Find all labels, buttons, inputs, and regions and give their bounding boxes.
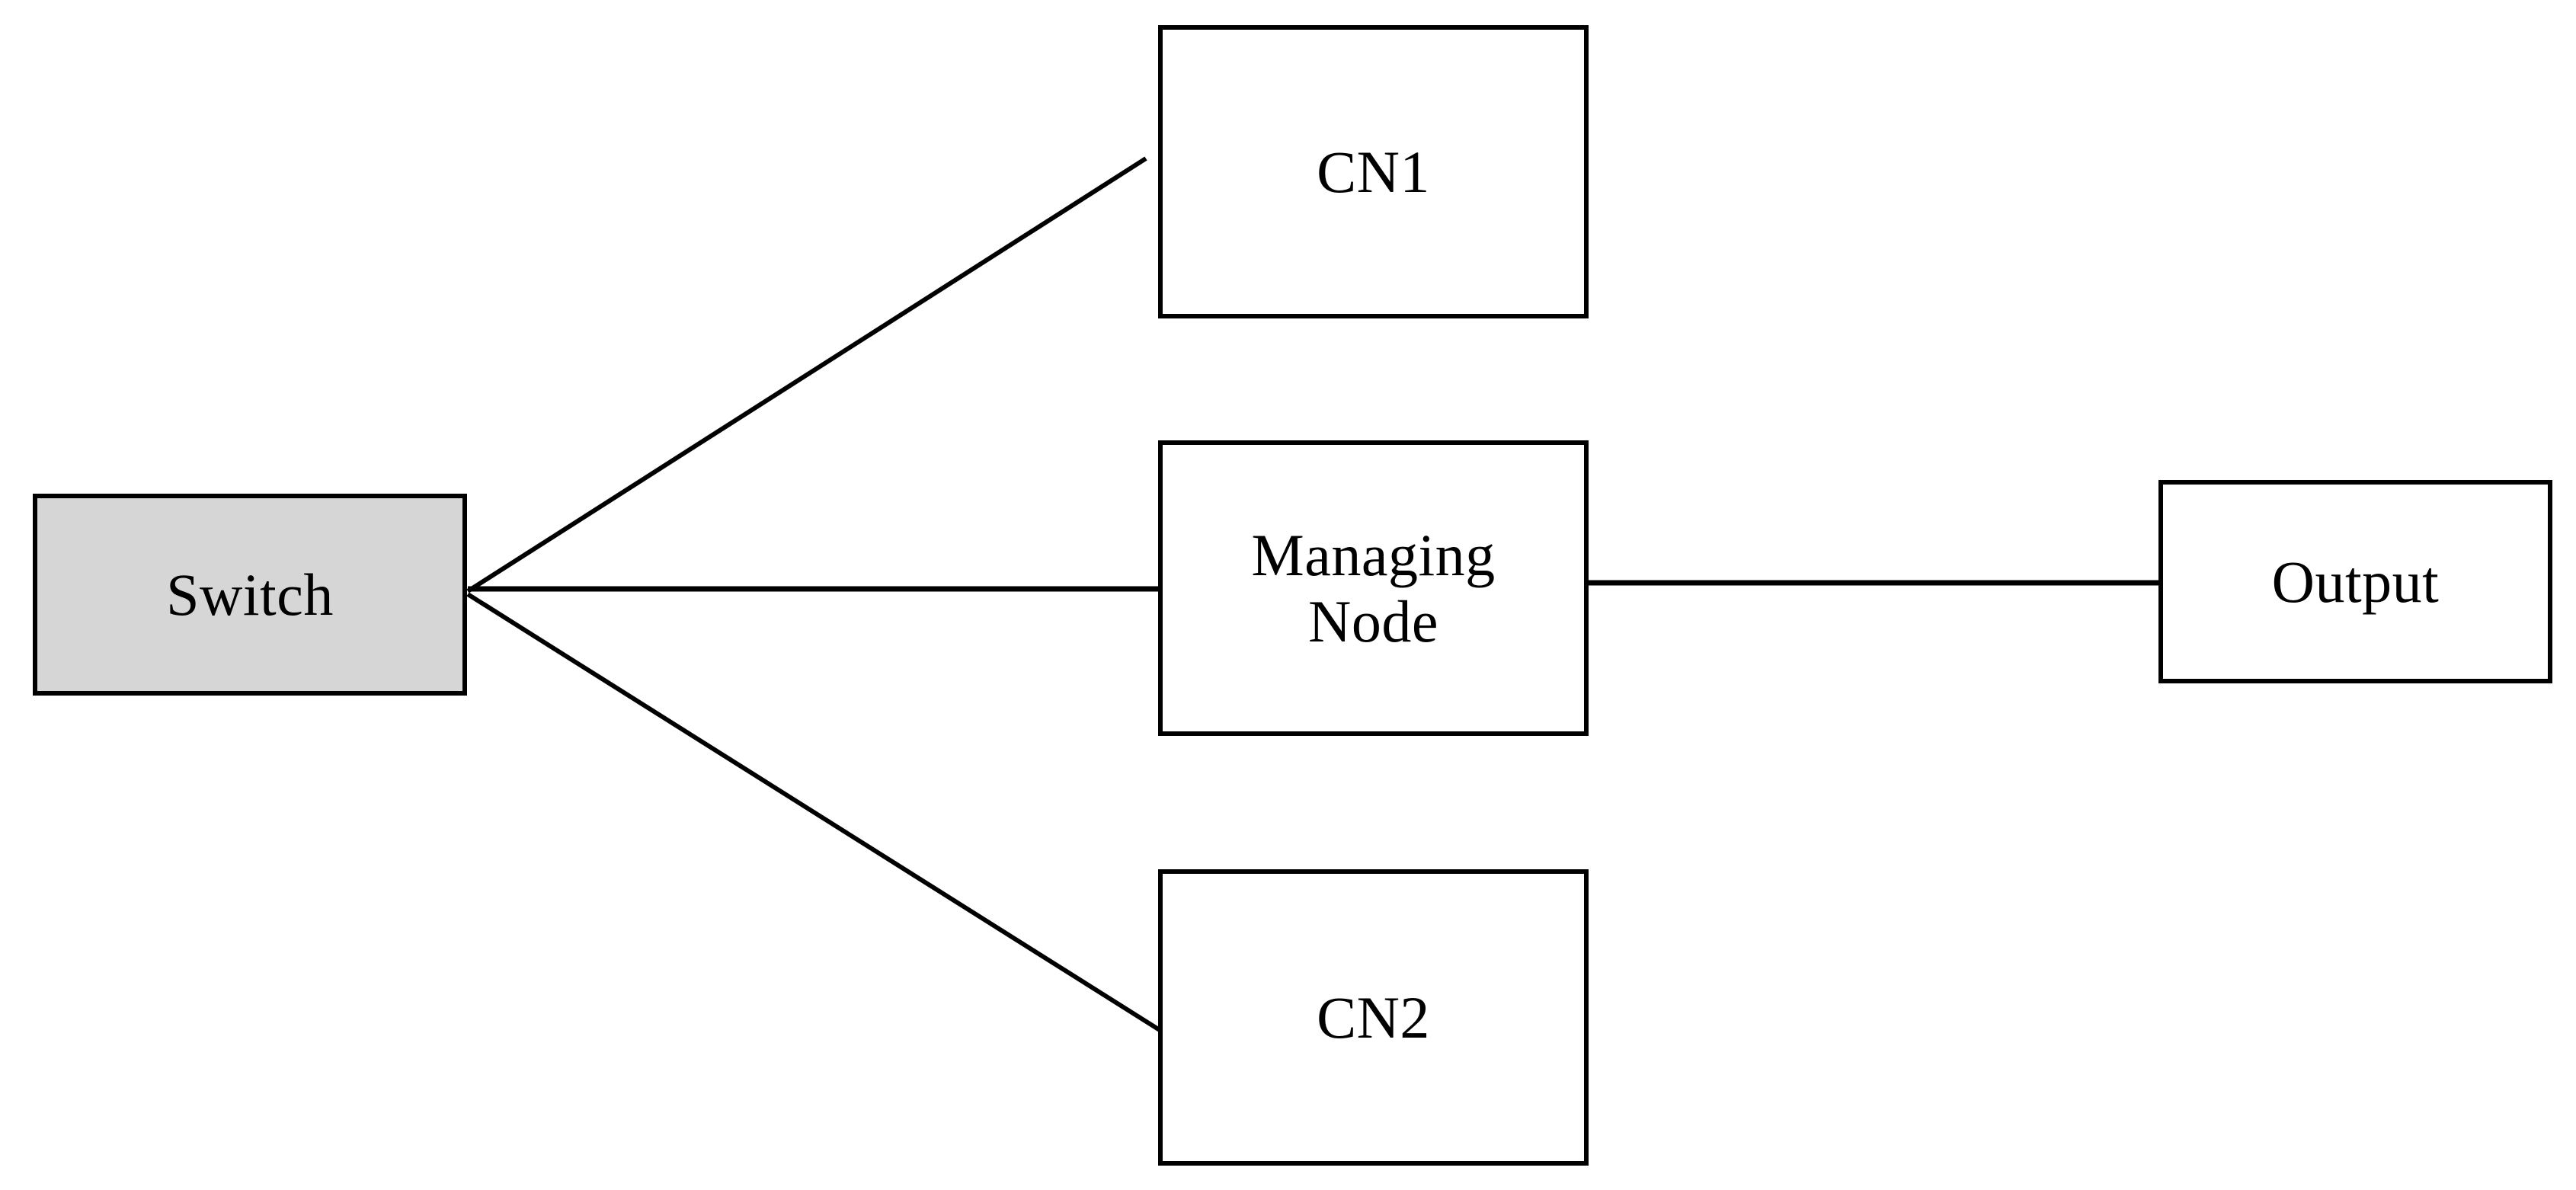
node-output-label: Output <box>2271 548 2440 615</box>
node-cn1-label: CN1 <box>1317 138 1430 205</box>
node-switch-label: Switch <box>166 561 334 628</box>
node-switch[interactable]: Switch <box>33 494 467 696</box>
edge-switch-to-cn2 <box>466 592 1161 1032</box>
node-cn1[interactable]: CN1 <box>1158 25 1589 318</box>
node-managing-node[interactable]: Managing Node <box>1158 440 1589 736</box>
edge-switch-to-cn1 <box>466 156 1147 593</box>
node-cn2-label: CN2 <box>1317 984 1430 1051</box>
node-output[interactable]: Output <box>2158 480 2552 683</box>
node-managing-node-label: Managing Node <box>1251 521 1496 654</box>
node-cn2[interactable]: CN2 <box>1158 869 1589 1166</box>
